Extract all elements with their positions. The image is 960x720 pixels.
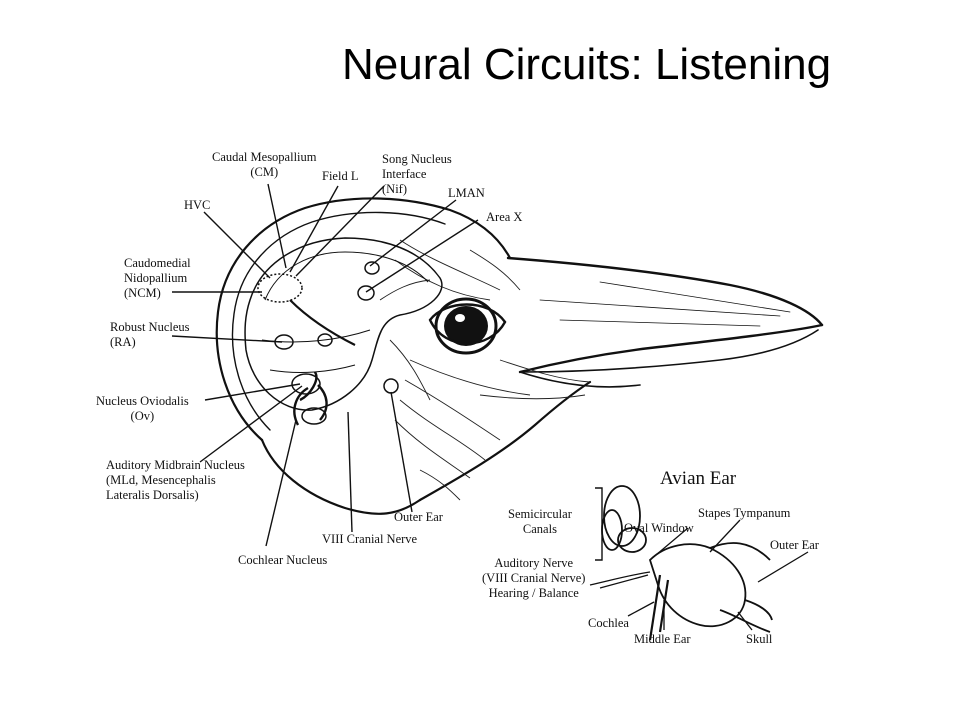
label-caudomedial-nidopallium: Caudomedial Nidopallium (NCM) xyxy=(124,256,191,300)
label-area-x: Area X xyxy=(486,210,523,224)
label-hvc: HVC xyxy=(184,198,211,212)
label-auditory-nerve: Auditory Nerve (VIII Cranial Nerve) Hear… xyxy=(482,556,586,600)
label-viii-cranial-nerve: VIII Cranial Nerve xyxy=(322,532,418,546)
label-field-l: Field L xyxy=(322,169,359,183)
label-semicircular-canals: Semicircular Canals xyxy=(508,507,572,536)
label-nucleus-oviodalis: Nucleus Oviodalis (Ov) xyxy=(96,394,189,423)
slide-title: Neural Circuits: Listening xyxy=(342,40,832,89)
label-middle-ear: Middle Ear xyxy=(634,632,691,646)
label-outer-ear: Outer Ear xyxy=(394,510,443,524)
label-caudal-mesopallium: Caudal Mesopallium (CM) xyxy=(212,150,317,179)
bird-head xyxy=(215,197,592,515)
label-cochlea: Cochlea xyxy=(588,616,629,630)
label-cochlear-nucleus: Cochlear Nucleus xyxy=(238,553,328,567)
ear-leader-lines xyxy=(599,519,809,631)
label-lman: LMAN xyxy=(448,186,485,200)
avian-ear-inset xyxy=(589,485,773,641)
label-stapes-tympanum: Stapes Tympanum xyxy=(698,506,791,520)
brain-leader-lines xyxy=(171,183,479,547)
label-robust-nucleus: Robust Nucleus (RA) xyxy=(110,320,190,349)
avian-ear-title: Avian Ear xyxy=(660,468,737,489)
label-auditory-midbrain-nucleus: Auditory Midbrain Nucleus (MLd, Mesencep… xyxy=(106,458,245,502)
label-skull: Skull xyxy=(746,632,773,646)
label-ear-outer-ear: Outer Ear xyxy=(770,538,819,552)
label-oval-window: Oval Window xyxy=(624,521,694,535)
beak xyxy=(506,256,824,388)
label-song-nucleus-interface: Song Nucleus Interface (Nif) xyxy=(382,152,452,196)
brain xyxy=(244,237,443,426)
